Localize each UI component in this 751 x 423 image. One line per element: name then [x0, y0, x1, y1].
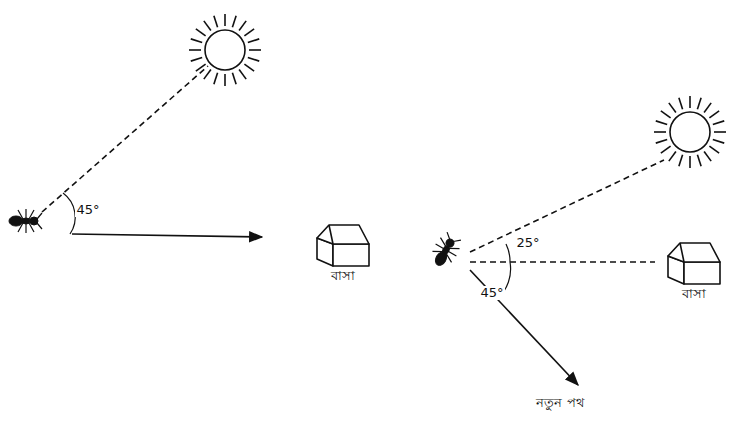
- house-symbol: [313, 222, 373, 268]
- node-label: বাসা: [311, 268, 375, 284]
- angle-label: 45°: [75, 203, 100, 217]
- angle-label: 45°: [479, 286, 504, 300]
- path-label: নতুন পথ: [535, 396, 584, 410]
- home-node: বাসা: [311, 222, 375, 284]
- path-arrow: [72, 234, 262, 237]
- node-label: বাসা: [662, 286, 726, 302]
- ant-symbol: [427, 230, 464, 271]
- sun-direction-line: [470, 160, 664, 252]
- sun-symbol: [654, 96, 726, 168]
- sun-direction-line: [42, 66, 208, 212]
- home-direction-line: [470, 261, 655, 263]
- new-path-arrow: [470, 270, 578, 385]
- home-node: বাসা: [662, 240, 726, 302]
- sun-symbol: [189, 14, 261, 86]
- ant-symbol: [9, 209, 42, 233]
- angle-arc: [63, 193, 75, 234]
- house-symbol: [664, 240, 724, 286]
- angle-arc: [506, 244, 510, 262]
- angle-label: 25°: [515, 236, 540, 250]
